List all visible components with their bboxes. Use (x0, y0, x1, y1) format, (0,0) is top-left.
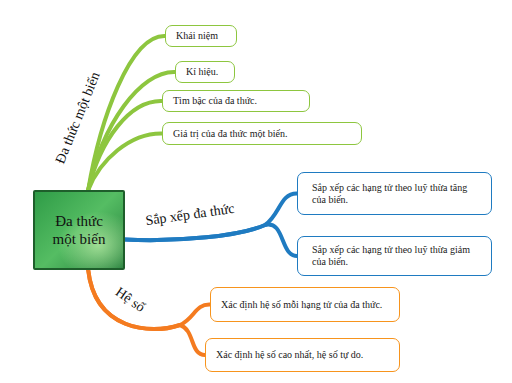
branch-connector (88, 270, 210, 329)
subtopic-box: Kí hiệu. (175, 61, 235, 83)
branch-label: Hệ số (112, 284, 148, 316)
branch-connector (125, 225, 297, 256)
subtopic-box: Tìm bậc của đa thức. (162, 90, 310, 112)
node-text: Sắp xếp các hạng tử theo luỹ thừa tăng c… (312, 182, 477, 206)
branch-connector (88, 101, 162, 190)
subtopic-box: Xác định hệ số cao nhất, hệ số tự do. (205, 338, 400, 372)
branch-connector (125, 193, 297, 240)
node-text: Xác định hệ số cao nhất, hệ số tự do. (216, 349, 363, 361)
node-text: Giá trị của đa thức một biến. (173, 128, 288, 140)
node-text: Khái niệm (176, 30, 218, 42)
branch-label: Đa thức một biến (52, 70, 103, 166)
subtopic-box: Khái niệm (165, 25, 237, 47)
node-text: Kí hiệu. (186, 66, 218, 78)
branch-connector (88, 270, 205, 355)
subtopic-box: Sắp xếp các hạng tử theo luỹ thừa tăng c… (297, 172, 492, 215)
branch-label: Sắp xếp đa thức (145, 201, 236, 229)
subtopic-box: Xác định hệ số mỗi hạng tử của đa thức. (210, 287, 400, 322)
central-topic-box: Đa thức một biến (33, 190, 125, 270)
node-text: Tìm bậc của đa thức. (173, 95, 257, 107)
branch-connector (88, 133, 162, 190)
subtopic-box: Giá trị của đa thức một biến. (162, 122, 362, 145)
node-text: Xác định hệ số mỗi hạng tử của đa thức. (221, 299, 382, 311)
subtopic-box: Sắp xếp các hạng tử theo luỹ thừa giảm c… (297, 236, 492, 276)
node-text: Đa thức một biến (45, 212, 113, 248)
branch-connector (88, 36, 165, 190)
node-text: Sắp xếp các hạng tử theo luỹ thừa giảm c… (312, 244, 477, 268)
